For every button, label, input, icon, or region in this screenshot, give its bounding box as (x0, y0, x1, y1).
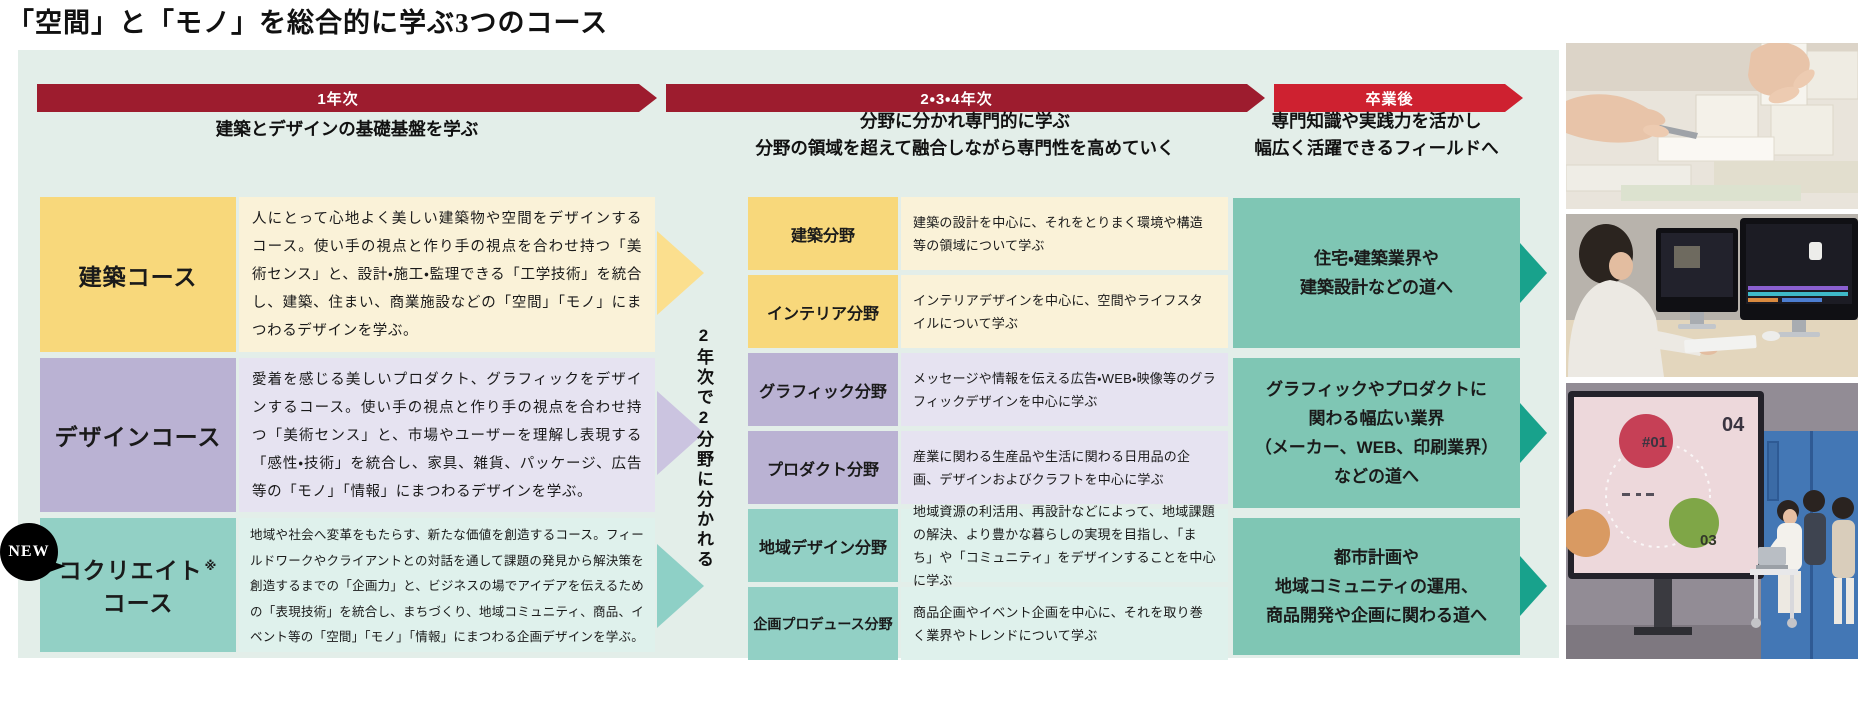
timeline-arrow-label: 卒業後 (1365, 90, 1414, 108)
video-editing-illustration (1566, 214, 1858, 377)
field-name: グラフィック分野 (759, 383, 887, 401)
outcome-line: などの道へ (1334, 467, 1419, 486)
field-name: プロダクト分野 (766, 461, 879, 479)
field-description-interior: インテリアデザインを中心に、空間やライフスタイルについて学ぶ (901, 275, 1228, 348)
photo-video-editing-computers (1566, 214, 1858, 377)
field-description-regional-design: 地域資源の利活用、再設計などによって、地域課題の解決、より豊かな暮らしの実現を目… (901, 504, 1228, 588)
field-description-product: 産業に関わる生産品や生活に関わる日用品の企画、デザインおよびクラフトを中心に学ぶ (901, 431, 1228, 504)
outcome-line: 地域コミュニティの運用、 (1275, 577, 1478, 596)
outcome-line: グラフィックやプロダクトに (1266, 380, 1487, 399)
new-badge: NEW (0, 523, 66, 581)
course-name-line2: コース (102, 590, 174, 617)
outcome-line: 都市計画や (1334, 548, 1419, 567)
field-text: メッセージや情報を伝える広告・WEB・映像等のグラフィックデザインを中心に学ぶ (913, 370, 1216, 409)
course-description-design: 愛着を感じる美しいプロダクト、グラフィックをデザインするコース。使い手の視点と作… (239, 358, 655, 512)
screen-label-red: #01 (1642, 434, 1667, 451)
course-name: 建築コース (78, 263, 198, 290)
field-text: 地域資源の利活用、再設計などによって、地域課題の解決、より豊かな暮らしの実現を目… (913, 503, 1216, 588)
screen-label-top-right: 04 (1722, 414, 1745, 436)
outcome-line: 建築設計などの道へ (1300, 278, 1453, 297)
field-text: 商品企画やイベント企画を中心に、それを取り巻く業界やトレンドについて学ぶ (913, 604, 1204, 643)
outcome-box-regional-planning: 都市計画や 地域コミュニティの運用、 商品開発や企画に関わる道へ (1233, 518, 1520, 655)
outcome-line: 関わる幅広い業界 (1308, 409, 1445, 428)
field-name: 地域デザイン分野 (758, 539, 887, 557)
timeline-subtitle-year1: 建築とデザインの基礎基盤を学ぶ (37, 116, 657, 143)
screen-label-green: 03 (1700, 532, 1717, 549)
outcome-line: （メーカー、WEB、印刷業界） (1254, 438, 1499, 457)
timeline-subtitle-year234: 分野に分かれ専門的に学ぶ 分野の領域を超えて融合しながら専門性を高めていく (655, 108, 1275, 162)
course-name-line1: コクリエイト (58, 557, 203, 584)
subtitle-line: 幅広く活躍できるフィールドへ (1254, 138, 1499, 158)
field-label-interior: インテリア分野 (748, 275, 898, 348)
field-text: 産業に関わる生産品や生活に関わる日用品の企画、デザインおよびクラフトを中心に学ぶ (913, 448, 1191, 487)
course-label-architecture: 建築コース (40, 197, 236, 352)
subtitle-line: 分野に分かれ専門的に学ぶ (860, 111, 1070, 131)
field-label-planning-produce: 企画プロデュース分野 (748, 587, 898, 660)
presentation-illustration: #01 04 03 (1566, 383, 1858, 659)
timeline-subtitle-graduation: 専門知識や実践力を活かし 幅広く活躍できるフィールドへ (1228, 108, 1525, 162)
new-badge-label: NEW (8, 543, 50, 560)
model-making-illustration (1566, 43, 1858, 209)
field-label-product: プロダクト分野 (748, 431, 898, 504)
course-name: デザインコース (54, 424, 222, 450)
photo-presentation-screen-students: #01 04 03 (1566, 383, 1858, 659)
field-label-architecture: 建築分野 (748, 197, 898, 270)
photo-architectural-model-making (1566, 43, 1858, 209)
timeline-arrow-year234: 2・3・4年次 (666, 84, 1265, 112)
outcome-box-graphic-product: グラフィックやプロダクトに 関わる幅広い業界 （メーカー、WEB、印刷業界） な… (1233, 358, 1520, 508)
field-text: インテリアデザインを中心に、空間やライフスタイルについて学ぶ (913, 292, 1204, 331)
subtitle-line: 専門知識や実践力を活かし (1271, 111, 1482, 131)
field-name: 建築分野 (790, 227, 855, 245)
field-name: 企画プロデュース分野 (753, 615, 893, 632)
timeline-arrow-year1: 1年次 (37, 84, 657, 112)
course-description-architecture: 人にとって心地よく美しい建築物や空間をデザインするコース。使い手の視点と作り手の… (239, 197, 655, 352)
timeline-arrow-label: 1年次 (317, 90, 359, 108)
course-label-cocreate: コクリエイト※ コース (40, 518, 236, 652)
field-description-planning-produce: 商品企画やイベント企画を中心に、それを取り巻く業界やトレンドについて学ぶ (901, 587, 1228, 660)
field-text: 建築の設計を中心に、それをとりまく環境や構造等の領域について学ぶ (913, 214, 1204, 253)
field-description-graphic: メッセージや情報を伝える広告・WEB・映像等のグラフィックデザインを中心に学ぶ (901, 353, 1228, 426)
outcome-box-architecture: 住宅・建築業界や 建築設計などの道へ (1233, 198, 1520, 348)
field-description-architecture: 建築の設計を中心に、それをとりまく環境や構造等の領域について学ぶ (901, 197, 1228, 270)
field-label-graphic: グラフィック分野 (748, 353, 898, 426)
outcome-line: 住宅・建築業界や (1314, 249, 1439, 268)
timeline-arrow-label: 2・3・4年次 (920, 90, 993, 108)
outcome-line: 商品開発や企画に関わる道へ (1266, 606, 1487, 625)
course-description-cocreate: 地域や社会へ変革をもたらす、新たな価値を創造するコース。フィールドワークやクライ… (239, 518, 655, 652)
field-label-regional-design: 地域デザイン分野 (748, 509, 898, 582)
subtitle-line: 建築とデザインの基礎基盤を学ぶ (215, 119, 479, 139)
branch-note-vertical-text: 2年次で2分野に分かれる (694, 326, 713, 570)
page-title: 「空間」と「モノ」を総合的に学ぶ3つのコース (7, 8, 609, 38)
subtitle-line: 分野の領域を超えて融合しながら専門性を高めていく (755, 138, 1175, 158)
field-name: インテリア分野 (766, 305, 879, 323)
note-mark: ※ (204, 558, 218, 573)
course-name: コクリエイト※ (59, 550, 218, 588)
course-label-design: デザインコース (40, 358, 236, 512)
timeline-arrow-graduation: 卒業後 (1274, 84, 1523, 112)
